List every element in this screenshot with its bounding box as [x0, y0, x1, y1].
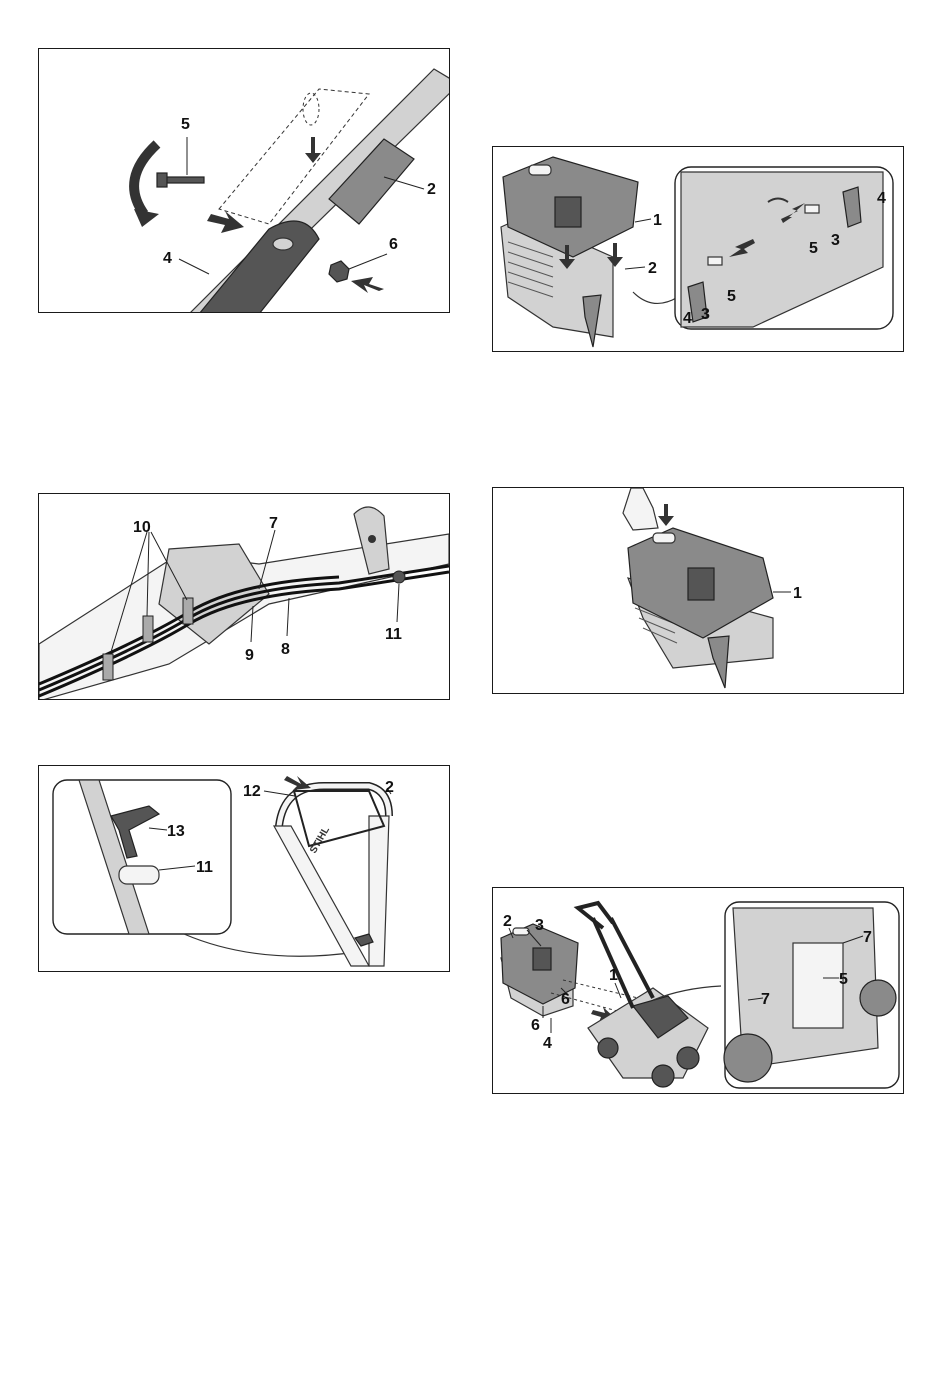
callout-2: 2	[648, 260, 657, 277]
callout-4-right: 4	[877, 190, 886, 207]
cover-window	[555, 197, 581, 227]
handle-tube	[189, 69, 450, 313]
callout-11: 11	[385, 626, 402, 643]
cable-tie-1	[103, 654, 113, 680]
figure-catcher-cover: 1 2 4 3 5 5 3 4	[492, 146, 904, 352]
callout-9: 9	[245, 647, 254, 664]
callout-1: 1	[793, 585, 802, 602]
figure-handle-bolt: 5 2 4 6	[38, 48, 450, 313]
callout-5-right: 5	[809, 240, 818, 257]
handle-bracket	[199, 221, 319, 313]
figure-starter-handle: STIHL 12 2 13 11	[38, 765, 450, 972]
cover-window	[533, 948, 551, 970]
inset-discharge-opening	[793, 943, 843, 1028]
figure-cables: 10 7 11 9 8	[38, 493, 450, 700]
wheel-rear	[677, 1047, 699, 1069]
inset-pin-right	[805, 205, 819, 213]
callout-12: 12	[243, 783, 261, 800]
callout-13: 13	[167, 823, 185, 840]
starter-handle-illustration: STIHL 12 2 13 11	[39, 766, 450, 972]
press-arrow	[658, 504, 674, 526]
bail-arrow	[284, 776, 311, 790]
callout-6-lower: 6	[531, 1017, 540, 1034]
mower-handle-left	[593, 918, 633, 1008]
cover-grip	[653, 533, 675, 543]
handle-bolt-illustration: 5 2 4 6	[39, 49, 450, 313]
cables-illustration: 10 7 11 9 8	[39, 494, 450, 700]
callout-1: 1	[609, 967, 618, 984]
callout-2: 2	[385, 779, 394, 796]
cable-tie-3	[183, 598, 193, 624]
cable-clip	[119, 866, 159, 884]
bolt-shaft	[164, 177, 204, 183]
cover-press-illustration: 1	[493, 488, 904, 694]
callout-3: 3	[535, 917, 544, 934]
callout-1: 1	[653, 212, 662, 229]
bolt-head	[157, 173, 167, 187]
clamp-screw	[368, 535, 376, 543]
cable-tie-2	[143, 616, 153, 642]
inset-connector	[633, 292, 678, 303]
callout-7: 7	[269, 515, 278, 532]
callout-11: 11	[196, 859, 213, 876]
callout-2: 2	[503, 913, 512, 930]
callout-2: 2	[427, 181, 436, 198]
inset-pin-left	[708, 257, 722, 265]
cover-window	[688, 568, 714, 600]
callout-3-right: 3	[831, 232, 840, 249]
callout-4: 4	[543, 1035, 552, 1052]
rotate-arrow	[134, 144, 157, 214]
callout-4: 4	[163, 250, 172, 267]
mower-handle-right	[611, 918, 653, 998]
callout-7-right: 7	[863, 929, 872, 946]
hand	[623, 488, 658, 530]
bolt-hole-dashed	[303, 93, 319, 125]
callout-6-upper: 6	[561, 991, 570, 1008]
insert-arrow	[207, 211, 244, 233]
bracket-hole	[273, 238, 293, 250]
figure-cover-press: 1	[492, 487, 904, 694]
callout-6: 6	[389, 236, 398, 253]
nut-arrow	[351, 277, 384, 293]
callout-3-left: 3	[701, 306, 710, 323]
callout-7-left: 7	[761, 991, 770, 1008]
callout-5-left: 5	[727, 288, 736, 305]
mower-catcher-illustration: 2 3 1 6 6 4 7 5 7	[493, 888, 904, 1094]
inset-wheel-left	[724, 1034, 772, 1082]
inset-connector	[184, 934, 357, 956]
rotate-arrowhead	[134, 209, 159, 227]
cover-grip	[529, 165, 551, 175]
figure-mower-catcher: 2 3 1 6 6 4 7 5 7	[492, 887, 904, 1094]
callout-5: 5	[181, 116, 190, 133]
inset-wheel-right	[860, 980, 896, 1016]
callout-10: 10	[133, 519, 151, 536]
cover-grip	[513, 928, 529, 935]
handle-tube-right	[369, 816, 389, 966]
wheel-front-right	[652, 1065, 674, 1087]
callout-4-left: 4	[683, 310, 692, 327]
catcher-cover-illustration: 1 2 4 3 5 5 3 4	[493, 147, 904, 352]
clamp-clip	[393, 571, 405, 583]
wheel-front-left	[598, 1038, 618, 1058]
callout-5: 5	[839, 971, 848, 988]
nut	[329, 261, 349, 282]
callout-8: 8	[281, 641, 290, 658]
